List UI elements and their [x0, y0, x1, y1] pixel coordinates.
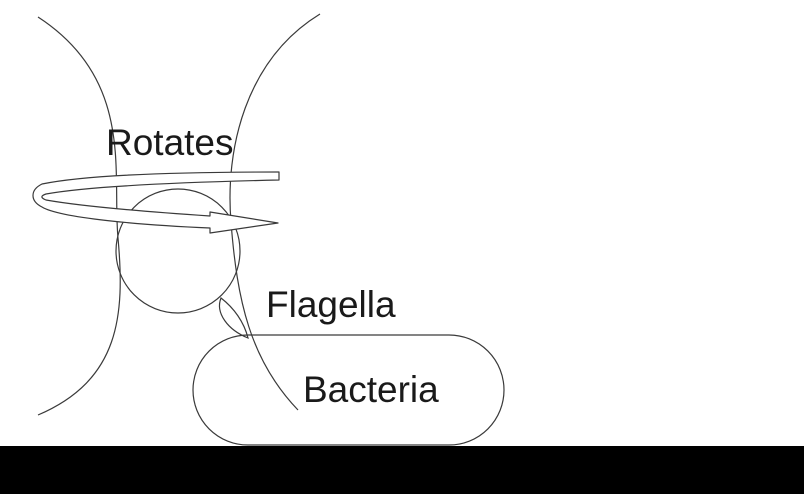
bead-circle — [116, 189, 240, 313]
label-rotates: Rotates — [106, 124, 234, 161]
rotation-arrow-icon — [33, 172, 279, 233]
label-bacteria: Bacteria — [303, 371, 439, 408]
flagella-shape — [220, 298, 248, 338]
label-flagella: Flagella — [266, 286, 396, 323]
right-hourglass-curve — [230, 14, 320, 410]
surface-ground — [0, 446, 804, 494]
